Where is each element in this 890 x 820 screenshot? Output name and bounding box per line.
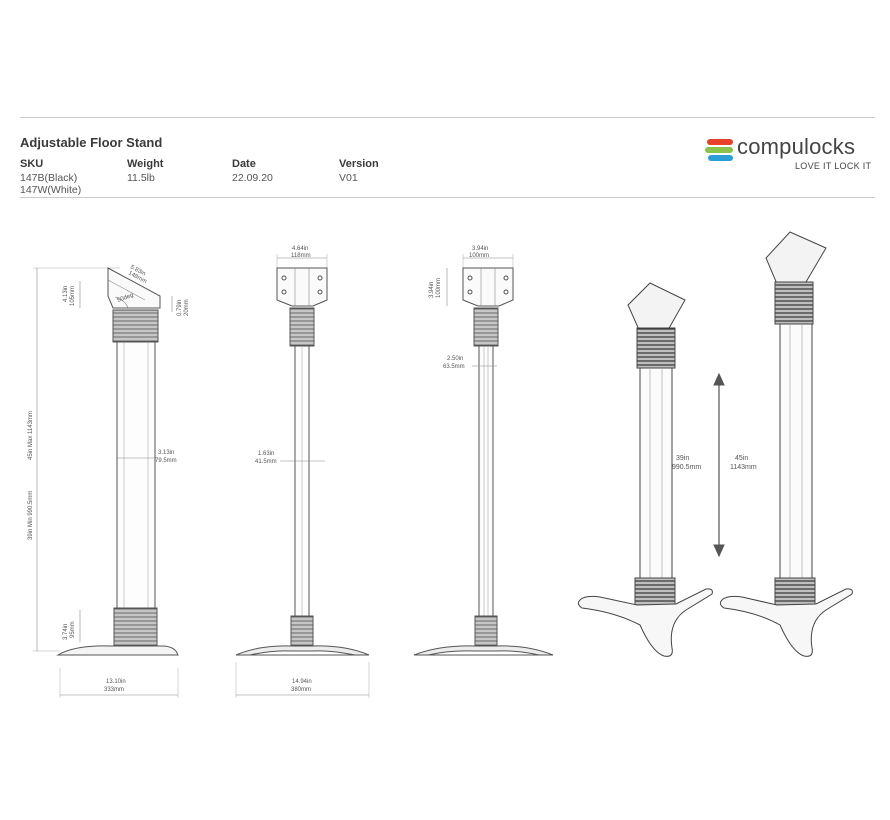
back-plate-width-in: 3.94in [472, 246, 488, 252]
iso-view-max [719, 231, 853, 657]
sku-value-white: 147W(White) [20, 184, 82, 196]
side-neck-in: 0.79in [177, 300, 183, 316]
front-column-in: 1.63in [258, 451, 274, 457]
side-column-mm: 79.5mm [155, 458, 177, 464]
side-head-height-in: 4.13in [63, 286, 69, 302]
back-column-in: 2.50in [447, 356, 463, 362]
iso-view-min [577, 282, 713, 657]
side-view [33, 267, 179, 698]
technical-drawing: 5.83in 148mm 50deg 4.13in 105mm 0.79in 2… [28, 231, 853, 698]
header-divider [20, 197, 875, 198]
side-base-depth-mm: 333mm [104, 687, 124, 693]
iso-min-height-mm: 990.5mm [672, 464, 701, 471]
version-label: Version [339, 158, 379, 170]
logo-mark-icon [705, 139, 733, 161]
iso-min-height-in: 39in [676, 455, 689, 462]
side-base-depth-in: 13.10in [106, 679, 126, 685]
side-base-height-mm: 95mm [70, 621, 76, 638]
side-head-angle: 50deg [117, 293, 135, 304]
side-head-height-mm: 105mm [70, 286, 76, 306]
logo-wordmark: compulocks [737, 134, 856, 159]
version-value: V01 [339, 172, 358, 184]
date-value: 22.09.20 [232, 172, 273, 184]
front-base-width-in: 14.94in [292, 679, 312, 685]
side-column-in: 3.13in [158, 450, 174, 456]
front-column-mm: 41.5mm [255, 459, 277, 465]
side-max-height: 45in Max 1143mm [28, 411, 34, 460]
sku-label: SKU [20, 158, 44, 170]
back-plate-height-mm: 100mm [436, 278, 442, 298]
logo-tagline: LOVE IT LOCK IT [795, 161, 872, 171]
front-base-width-mm: 380mm [291, 687, 311, 693]
side-neck-mm: 20mm [184, 299, 190, 316]
back-plate-width-mm: 100mm [469, 253, 489, 259]
weight-value: 11.5lb [127, 172, 155, 184]
page-title: Adjustable Floor Stand [20, 135, 163, 150]
top-divider [20, 117, 875, 118]
weight-label: Weight [127, 158, 164, 170]
side-min-height: 39in Min 990.5mm [28, 491, 34, 540]
front-view [235, 254, 370, 698]
back-plate-height-in: 3.94in [429, 282, 435, 298]
side-base-height-in: 3.74in [63, 624, 69, 640]
sku-value-black: 147B(Black) [20, 172, 78, 184]
iso-max-height-in: 45in [735, 455, 748, 462]
iso-max-height-mm: 1143mm [730, 464, 757, 471]
front-head-width-in: 4.64in [292, 246, 308, 252]
height-range-arrow [713, 372, 725, 558]
back-view [413, 254, 554, 656]
front-head-width-mm: 118mm [291, 253, 311, 259]
date-label: Date [232, 158, 256, 170]
back-column-mm: 63.5mm [443, 364, 465, 370]
compulocks-logo: compulocks LOVE IT LOCK IT [705, 134, 880, 174]
